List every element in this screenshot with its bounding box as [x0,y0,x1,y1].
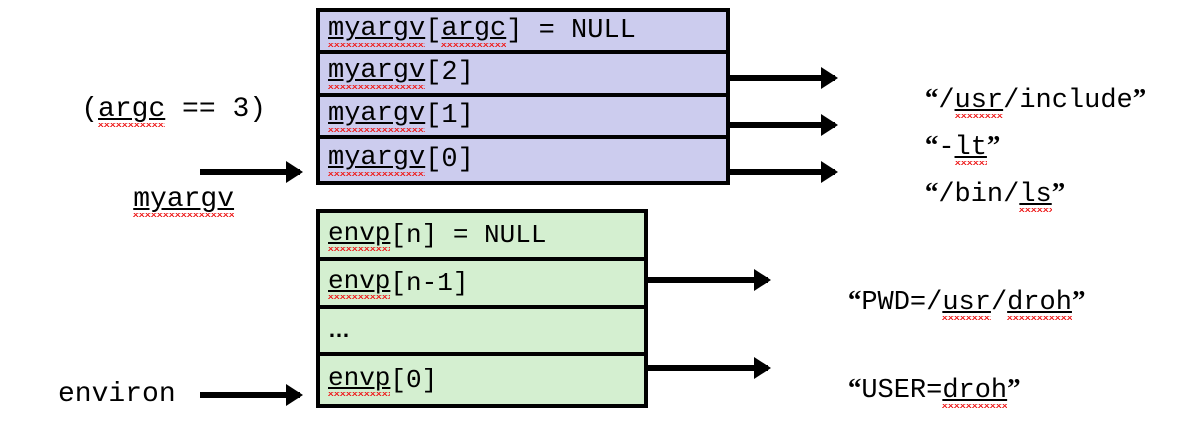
usr-word: usr [942,290,991,321]
argc-note-label: (argc == 3) [14,68,266,156]
open-quote: “ [847,285,862,315]
myargv-2-arrow [730,75,835,81]
droh-word: droh [942,378,1008,409]
argc-word: argc [98,96,166,128]
myargv-word: myargv [133,186,235,218]
envp-word: envp [328,363,391,397]
envp-n-1-arrow [648,277,768,283]
myargv-0-arrow [730,169,835,175]
myargv-array: myargv[argc] = NULL myargv[2] myargv[1] … [316,8,730,185]
myargv-cell-0: myargv[0] [320,138,726,181]
open-quote: “ [924,177,939,207]
close-quote: ” [1132,83,1147,113]
envp-cell-ellipsis: … [320,308,644,357]
argc-word: argc [441,14,507,48]
envp-word: envp [328,265,391,300]
myargv-pointer-arrow [200,169,300,175]
envp-cell-null: envp[n] = NULL [320,213,644,261]
close-quote: ” [1007,373,1021,403]
myargv-word: myargv [328,56,426,90]
close-quote: ” [986,130,1001,160]
usr-word: usr [954,88,1004,119]
ls-word: ls [1019,182,1052,213]
environ-array: envp[n] = NULL envp[n-1] … envp[0] [316,209,648,408]
myargv-word: myargv [328,98,426,133]
environ-pointer-label: environ [58,379,176,410]
droh-word: droh [1007,290,1072,321]
myargv-cell-null: myargv[argc] = NULL [320,12,726,55]
open-quote: “ [847,373,862,403]
close-quote: ” [1071,285,1086,315]
envp-cell-0: envp[0] [320,356,644,404]
myargv-word: myargv [328,14,426,48]
myargv-cell-2: myargv[2] [320,54,726,97]
myargv-cell-1: myargv[1] [320,96,726,139]
envp-word: envp [328,217,391,252]
open-quote: “ [924,83,939,113]
envp-cell-n-1: envp[n-1] [320,260,644,309]
open-quote: “ [924,130,939,160]
close-quote: ” [1051,177,1066,207]
envp-n1-string-label: “PWD=/usr/droh” [783,260,1085,348]
argv0-string-label: “/bin/ls” [860,152,1065,240]
environ-pointer-arrow [200,392,300,398]
envp-0-string-label: “USER=droh” [783,348,1021,436]
diagram-canvas: (argc == 3) myargv environ myargv[argc] … [0,0,1197,419]
myargv-pointer-label: myargv [66,158,235,246]
envp-0-arrow [648,365,768,371]
argv1-string-label: “-lt” [860,105,1000,193]
myargv-1-arrow [730,122,835,128]
myargv-word: myargv [328,142,426,177]
ellipsis-glyph: … [328,317,352,343]
argv2-string-label: “/usr/include” [860,58,1146,146]
lt-word: lt [954,135,987,166]
